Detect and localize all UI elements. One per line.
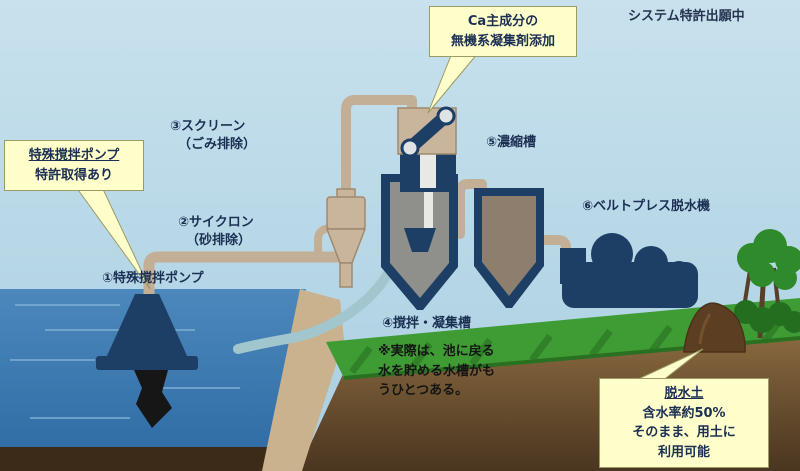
callout-coagulant: Ca主成分の 無機系凝集剤添加 bbox=[429, 6, 577, 57]
screen-graphic bbox=[397, 106, 457, 192]
label-screen-name: ③スクリーン bbox=[170, 119, 246, 134]
label-screen: ③スクリーン （ごみ排除） bbox=[170, 118, 256, 154]
note-return-water: ※実際は、池に戻る 水を貯める水槽がも うひとつある。 bbox=[378, 342, 495, 401]
label-pump: ①特殊撹拌ポンプ bbox=[102, 271, 204, 286]
mixing-tank-graphic bbox=[381, 174, 458, 310]
callout-coagulant-line1: Ca主成分の bbox=[467, 14, 539, 29]
bank bbox=[262, 289, 344, 471]
pump-graphic bbox=[96, 294, 198, 428]
label-screen-sub: （ごみ排除） bbox=[178, 137, 257, 153]
thickener-graphic bbox=[474, 188, 544, 308]
label-cyclone: ②サイクロン （砂排除） bbox=[178, 214, 254, 250]
label-cyclone-name: ②サイクロン bbox=[178, 215, 254, 230]
pond-bed bbox=[0, 447, 274, 471]
note-line3: うひとつある。 bbox=[378, 383, 469, 398]
callout-pump-patent: 特殊撹拌ポンプ 特許取得あり bbox=[4, 140, 144, 191]
note-line1: ※実際は、池に戻る bbox=[378, 344, 495, 359]
label-cyclone-sub: （砂排除） bbox=[186, 233, 252, 249]
soil-pile-graphic bbox=[683, 302, 746, 353]
note-line2: 水を貯める水槽がも bbox=[378, 363, 496, 379]
return-water-pipe bbox=[233, 247, 403, 354]
callout-soil-line1: 脱水土 bbox=[664, 386, 704, 401]
trees bbox=[696, 229, 800, 341]
pipes bbox=[143, 95, 571, 308]
callout-pump-patent-line1: 特殊撹拌ポンプ bbox=[28, 148, 120, 163]
callout-soil-line2: 含水率約50% bbox=[642, 405, 726, 421]
callout-soil-line3: そのまま、用土に bbox=[632, 425, 736, 440]
belt-press-graphic bbox=[560, 233, 698, 308]
callout-dewatered-soil: 脱水土 含水率約50% そのまま、用土に 利用可能 bbox=[599, 378, 769, 468]
callout-soil-line4: 利用可能 bbox=[657, 444, 710, 460]
label-mixing-tank: ④撹拌・凝集槽 bbox=[382, 316, 472, 331]
cyclone-graphic bbox=[325, 188, 367, 288]
system-patent-status: システム特許出願中 bbox=[628, 9, 745, 24]
callout-pump-patent-line2: 特許取得あり bbox=[34, 167, 113, 183]
callout-coagulant-line2: 無機系凝集剤添加 bbox=[450, 33, 555, 49]
label-belt-press: ⑥ベルトプレス脱水機 bbox=[582, 199, 711, 214]
label-thickener: ⑤濃縮槽 bbox=[486, 135, 537, 150]
